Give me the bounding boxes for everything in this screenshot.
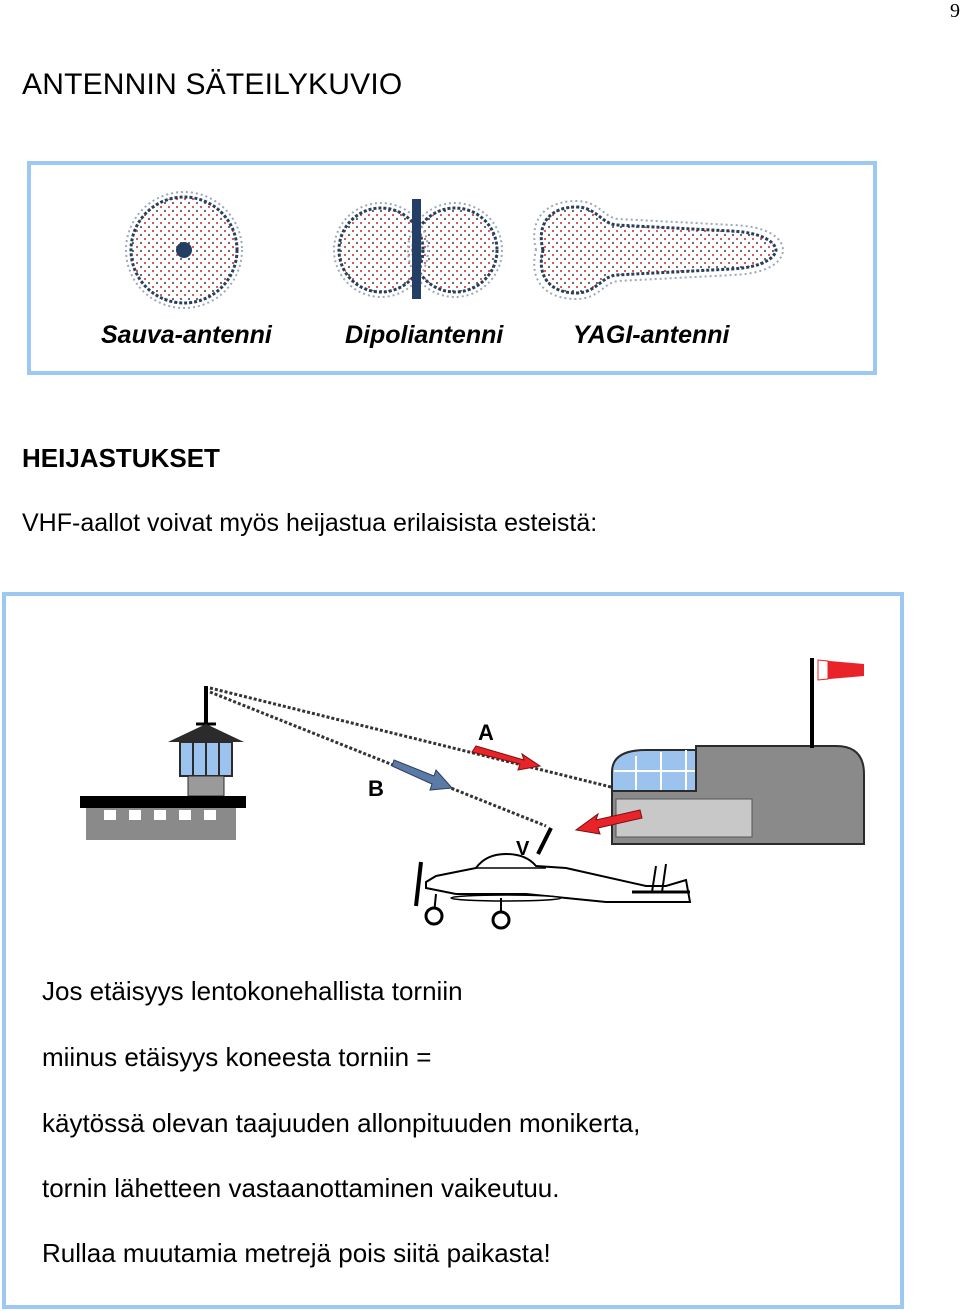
page-heading: ANTENNIN SÄTEILYKUVIO — [22, 68, 403, 101]
text-line-3: käytössä olevan taajuuden allonpituuden … — [42, 1108, 641, 1138]
label-v: V — [516, 838, 530, 860]
dipole-pattern — [333, 199, 503, 299]
monopole-antenna-dot — [176, 242, 192, 258]
text-line-4: tornin lähetteen vastaanottaminen vaikeu… — [42, 1173, 560, 1203]
dipole-label: Dipoliantenni — [345, 321, 504, 349]
yagi-label: YAGI-antenni — [573, 321, 730, 349]
control-tower — [80, 724, 246, 840]
label-b: B — [368, 776, 384, 801]
arrow-a — [471, 745, 542, 771]
text-line-2: miinus etäisyys koneesta torniin = — [42, 1042, 432, 1072]
text-line-5: Rullaa muutamia metrejä pois siitä paika… — [42, 1238, 551, 1268]
label-a: A — [478, 720, 494, 745]
aircraft — [414, 852, 692, 930]
reflection-scene-svg — [80, 658, 865, 930]
reflections-title: HEIJASTUKSET — [22, 443, 220, 473]
windsock — [810, 658, 864, 748]
monopole-pattern — [125, 191, 243, 309]
hangar — [611, 745, 865, 845]
signal-path-to-plane — [209, 690, 547, 828]
dipole-antenna-bar — [412, 199, 421, 299]
yagi-pattern — [533, 199, 785, 301]
arrow-b — [391, 759, 454, 791]
plane-antenna — [536, 827, 553, 855]
monopole-label: Sauva-antenni — [101, 321, 272, 349]
reflection-scene: A B V Jos etäisyys lentokonehallista tor… — [2, 592, 904, 1309]
arrow-reflected — [574, 809, 643, 835]
antenna-patterns-svg — [125, 191, 785, 309]
page-number: 9 — [950, 0, 960, 22]
reflections-intro: VHF-aallot voivat myös heijastua erilais… — [22, 509, 598, 537]
text-line-1: Jos etäisyys lentokonehallista torniin — [42, 976, 463, 1006]
antenna-patterns-figure: Sauva-antenni Dipoliantenni YAGI-antenni — [27, 161, 877, 375]
